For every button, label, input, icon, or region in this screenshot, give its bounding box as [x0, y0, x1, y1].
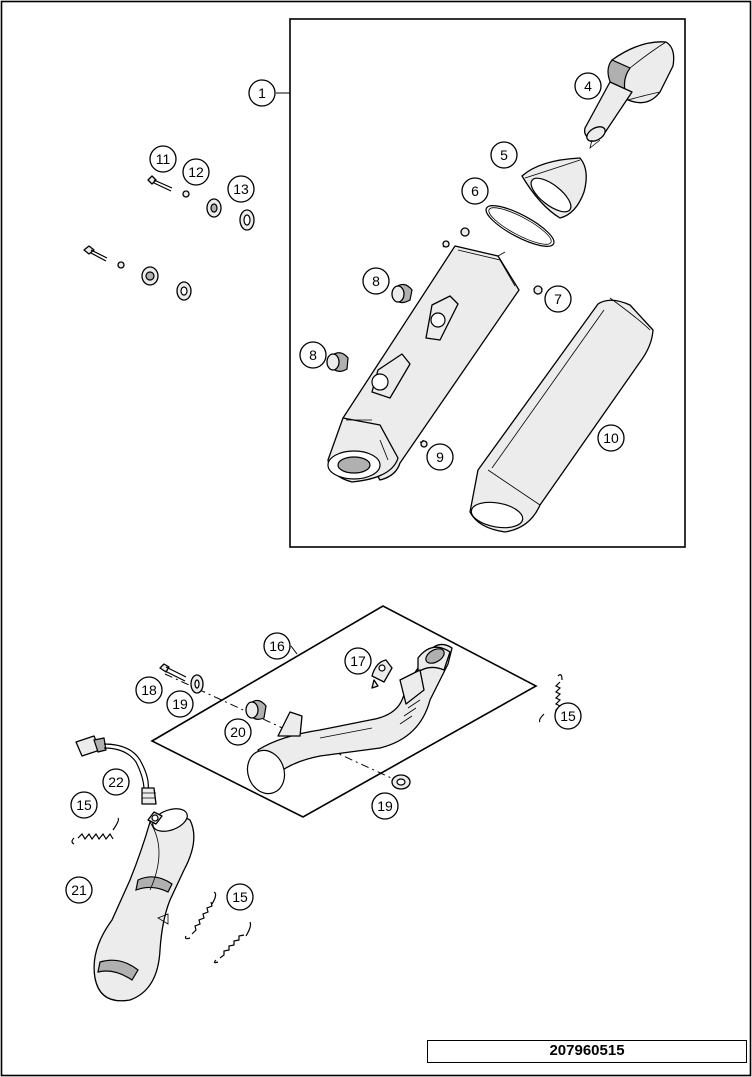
callout-label: 8	[372, 273, 380, 289]
part-9-screw	[419, 440, 428, 448]
callout-circle	[461, 177, 489, 205]
callout-c12: 12	[182, 158, 210, 186]
callout-c17: 17	[344, 647, 372, 675]
callout-circle	[224, 718, 252, 746]
callout-circle	[574, 72, 602, 100]
callout-label: 21	[71, 882, 87, 898]
callouts: 1 4 5 6 7 8 8 9 10 11 12 13 16 17 15 18 19 20 19 22 15 21 15	[65, 72, 625, 911]
callout-circle	[135, 676, 163, 704]
callout-c8b: 8	[299, 341, 327, 369]
header-pipe-assembly-frame	[150, 605, 538, 818]
callout-label: 20	[230, 724, 246, 740]
callout-circle	[226, 883, 254, 911]
callout-c15c: 15	[226, 883, 254, 911]
callout-c7: 7	[544, 285, 572, 313]
callout-c1: 1	[248, 79, 276, 107]
callout-label: 19	[377, 798, 393, 814]
callout-circle	[166, 690, 194, 718]
callout-label: 10	[603, 430, 619, 446]
part-6-o-ring	[485, 205, 555, 247]
callout-label: 18	[141, 682, 157, 698]
callout-circle	[362, 267, 390, 295]
callout-circle	[149, 145, 177, 173]
part-18-19-bolt-washer	[159, 663, 204, 694]
part-number-label: 207960515	[427, 1040, 747, 1063]
callout-c15a: 15	[554, 702, 582, 730]
part-11-13-hardware	[83, 175, 255, 301]
leader-16	[290, 645, 298, 655]
callout-label: 15	[232, 889, 248, 905]
callout-circle	[227, 175, 255, 203]
callout-label: 4	[584, 78, 592, 94]
part-5-cone	[521, 157, 587, 219]
callout-circle	[490, 141, 518, 169]
callout-label: 5	[500, 147, 508, 163]
callout-label: 13	[233, 181, 249, 197]
part-20-bushing	[245, 699, 267, 720]
part-4-end-cap	[584, 41, 675, 150]
part-10-muffler-sleeve	[469, 297, 654, 533]
callout-circle	[426, 443, 454, 471]
callout-c18: 18	[135, 676, 163, 704]
callout-c8a: 8	[362, 267, 390, 295]
part-22-sensor-cable	[75, 735, 157, 805]
callout-c22: 22	[102, 768, 130, 796]
callout-label: 19	[172, 696, 188, 712]
callout-c15b: 15	[70, 791, 98, 819]
callout-c19a: 19	[166, 690, 194, 718]
callout-c4: 4	[574, 72, 602, 100]
callout-c11: 11	[149, 145, 177, 173]
part-21-header-pipe	[93, 808, 195, 1002]
callout-c19b: 19	[371, 792, 399, 820]
callout-circle	[371, 792, 399, 820]
callout-label: 1	[258, 85, 266, 101]
callout-label: 11	[156, 151, 171, 167]
callout-circle	[344, 647, 372, 675]
callout-label: 8	[309, 347, 317, 363]
part-7-screws	[442, 227, 543, 295]
part-17-clamp	[371, 659, 393, 689]
part-15-springs-bottom	[184, 891, 252, 964]
callout-circle	[597, 424, 625, 452]
callout-circle	[248, 79, 276, 107]
callout-circle	[299, 341, 327, 369]
callout-label: 9	[436, 449, 444, 465]
callout-circle	[70, 791, 98, 819]
part-19-washer-lower	[391, 774, 411, 790]
callout-circle	[182, 158, 210, 186]
callout-label: 6	[471, 183, 479, 199]
callout-label: 17	[350, 653, 366, 669]
callout-label: 7	[554, 291, 562, 307]
callout-label: 15	[76, 797, 92, 813]
callout-circle	[544, 285, 572, 313]
part-6-o-ring-inner	[488, 207, 552, 245]
callout-c5: 5	[490, 141, 518, 169]
silencer-assembly-frame	[289, 18, 686, 548]
callout-c6: 6	[461, 177, 489, 205]
callout-c10: 10	[597, 424, 625, 452]
callout-label: 12	[188, 164, 204, 180]
callout-c20: 20	[224, 718, 252, 746]
callout-label: 22	[108, 774, 124, 790]
muffler-body	[327, 245, 520, 483]
callout-c16: 16	[263, 632, 291, 660]
callout-c21: 21	[65, 876, 93, 904]
callout-circle	[102, 768, 130, 796]
callout-c13: 13	[227, 175, 255, 203]
callout-circle	[263, 632, 291, 660]
callout-circle	[65, 876, 93, 904]
part-15-spring-left	[71, 817, 120, 845]
callout-label: 15	[560, 708, 576, 724]
callout-circle	[554, 702, 582, 730]
part-8-grommets	[326, 283, 413, 372]
callout-c9: 9	[426, 443, 454, 471]
callout-label: 16	[269, 638, 285, 654]
part-16-mid-pipe	[246, 643, 453, 795]
